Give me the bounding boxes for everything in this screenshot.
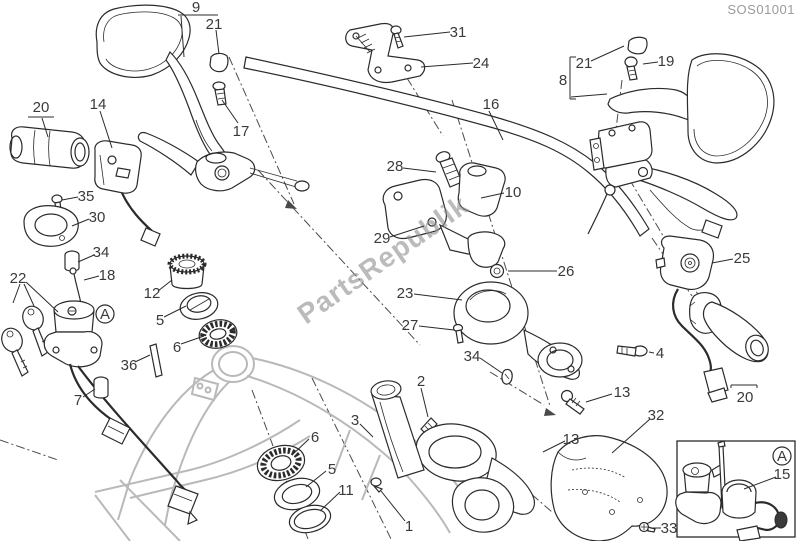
mirror-cap-right	[627, 36, 648, 55]
riser-base-29	[382, 178, 506, 268]
callout-14: 14	[90, 96, 107, 113]
callout-5-upper: 5	[156, 312, 164, 329]
callout-22: 22	[10, 270, 27, 287]
callout-35: 35	[78, 188, 95, 205]
screw-33	[638, 521, 656, 533]
right-switchgear	[655, 235, 729, 403]
callout-labels: 9 21 17 20 14 35 30 34 18 22 12 5 6 36 7…	[10, 0, 791, 537]
inset-marker-a: A	[772, 446, 792, 466]
callout-13-a: 13	[614, 384, 631, 401]
drawing-code: SOS01001	[727, 2, 795, 17]
detail-marker-a: A	[95, 304, 115, 324]
callout-25: 25	[734, 250, 751, 267]
inset-marker-a-label: A	[777, 448, 787, 465]
nut-26	[489, 263, 505, 279]
mirror-cap-left	[209, 52, 229, 73]
bolt-1	[370, 477, 384, 493]
left-switchgear	[94, 140, 161, 247]
handlebar	[243, 56, 650, 237]
callout-28: 28	[387, 158, 404, 175]
callout-17: 17	[233, 123, 250, 140]
callout-6-upper: 6	[173, 339, 181, 356]
screw-27	[452, 323, 464, 344]
fork-tube-3	[370, 380, 425, 479]
callout-21-left: 21	[206, 16, 223, 33]
callout-13-b: 13	[563, 431, 580, 448]
callout-24: 24	[473, 55, 490, 72]
callout-5-lower: 5	[328, 461, 336, 478]
callout-23: 23	[397, 285, 414, 302]
bushing-7	[93, 376, 109, 399]
mirror-screw-17	[212, 81, 227, 106]
callout-10: 10	[505, 184, 522, 201]
callout-32: 32	[648, 407, 665, 424]
callout-1: 1	[405, 518, 413, 535]
callout-3: 3	[351, 412, 359, 429]
callout-33: 33	[661, 520, 678, 537]
callout-4: 4	[656, 345, 664, 362]
watermark-text: PartsRepublik	[292, 189, 475, 330]
antenna-ring-15	[721, 479, 788, 541]
callout-9: 9	[192, 0, 200, 16]
callout-27: 27	[402, 317, 419, 334]
callout-7: 7	[74, 392, 82, 409]
callout-30: 30	[89, 209, 106, 226]
callout-26: 26	[558, 263, 575, 280]
brake-master-cylinder	[587, 121, 738, 239]
callout-18: 18	[99, 267, 116, 284]
keys	[1, 305, 49, 377]
callout-29: 29	[374, 230, 391, 247]
callout-2: 2	[417, 373, 425, 390]
ring-11	[288, 504, 332, 534]
seal-5-upper	[179, 292, 219, 320]
callout-16: 16	[483, 96, 500, 113]
handlebar-bracket	[345, 22, 426, 84]
callout-19: 19	[658, 53, 675, 70]
detail-marker-a-label: A	[100, 306, 110, 323]
leader-lines	[12, 14, 777, 529]
left-grip	[9, 126, 90, 169]
callout-21-right: 21	[576, 55, 593, 72]
callout-20-left: 20	[33, 99, 50, 116]
grommet-34-center	[501, 368, 513, 385]
callout-34-center: 34	[464, 348, 481, 365]
callout-31: 31	[450, 24, 467, 41]
bolt-13	[560, 389, 585, 415]
right-mirror	[607, 53, 775, 164]
callout-11: 11	[338, 482, 354, 499]
cover-30	[23, 205, 79, 247]
callout-6-lower: 6	[311, 429, 319, 446]
callout-8: 8	[559, 72, 567, 89]
cover-32	[550, 435, 668, 541]
screw-19	[624, 56, 638, 81]
riser-bolt-28	[435, 151, 463, 188]
clutch-master-cylinder	[137, 131, 310, 192]
callout-34-left: 34	[93, 244, 110, 261]
riser-clamp-10	[457, 162, 506, 217]
bottom-yoke	[415, 423, 535, 533]
pin-36	[149, 343, 163, 378]
lock-cylinder-12	[167, 253, 207, 290]
spacer-34-left	[64, 250, 80, 272]
screw-31	[390, 25, 404, 49]
callout-20-right: 20	[737, 389, 754, 406]
top-yoke-23	[453, 281, 583, 380]
bolt-4	[616, 345, 648, 357]
right-grip	[689, 292, 769, 363]
ignition-switch	[43, 300, 199, 526]
callout-15: 15	[774, 466, 791, 483]
callout-12: 12	[144, 285, 161, 302]
callout-36: 36	[121, 357, 138, 374]
